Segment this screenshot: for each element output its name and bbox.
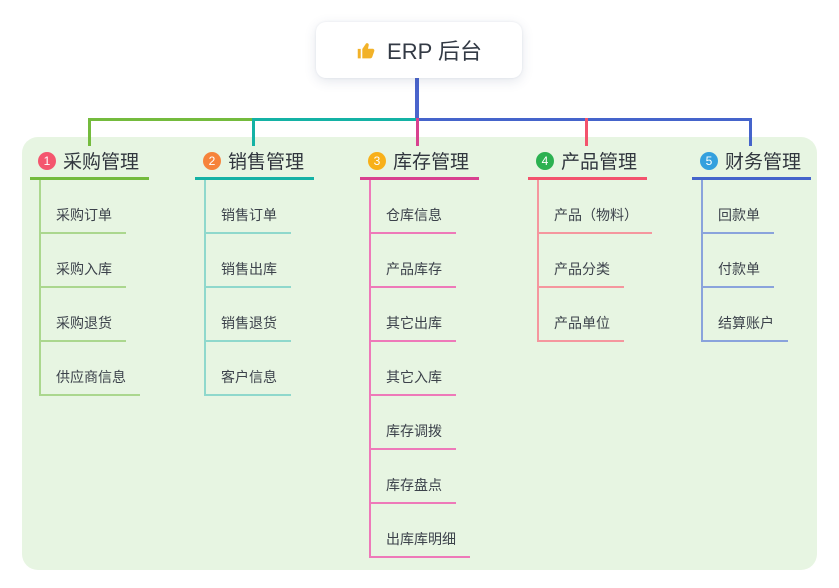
- branch-node[interactable]: 2 销售管理: [195, 148, 315, 180]
- connector-line: [416, 118, 419, 146]
- branch-node[interactable]: 4 产品管理: [528, 148, 648, 180]
- branch-label: 产品管理: [561, 152, 638, 173]
- leaf-node-label: 采购订单: [56, 207, 112, 223]
- leaf-node[interactable]: 回款单: [703, 180, 774, 234]
- connector-line: [585, 118, 588, 146]
- leaf-node[interactable]: 产品分类: [539, 234, 624, 288]
- connector-line: [415, 78, 419, 121]
- leaf-node-label: 采购退货: [56, 315, 112, 331]
- leaf-node-label: 库存盘点: [386, 477, 442, 493]
- leaf-node[interactable]: 采购入库: [41, 234, 126, 288]
- connector-line: [749, 118, 752, 146]
- leaf-node[interactable]: 销售出库: [206, 234, 291, 288]
- leaf-node[interactable]: 采购订单: [41, 180, 126, 234]
- branch-items: 仓库信息产品库存其它出库其它入库库存调拨库存盘点出库库明细: [369, 180, 479, 558]
- branch-items: 产品（物料） 产品分类产品单位: [537, 180, 652, 342]
- leaf-node-label: 产品单位: [554, 315, 610, 331]
- leaf-node-label: 产品（物料）: [554, 207, 638, 223]
- leaf-node[interactable]: 销售退货: [206, 288, 291, 342]
- leaf-node[interactable]: 产品（物料）: [539, 180, 652, 234]
- leaf-node-label: 付款单: [718, 261, 760, 277]
- leaf-node[interactable]: 仓库信息: [371, 180, 456, 234]
- branch-label: 库存管理: [393, 152, 470, 173]
- connector-line: [253, 118, 417, 121]
- branch-number-badge: 3: [368, 151, 386, 170]
- leaf-node[interactable]: 其它出库: [371, 288, 456, 342]
- leaf-node-label: 结算账户: [718, 315, 774, 331]
- branch-node[interactable]: 3 库存管理: [360, 148, 480, 180]
- branch-items: 销售订单销售出库销售退货客户信息: [204, 180, 314, 396]
- root-node[interactable]: ERP 后台: [316, 22, 522, 78]
- leaf-node-label: 其它出库: [386, 315, 442, 331]
- branch-2: 2 销售管理销售订单销售出库销售退货客户信息: [195, 148, 315, 396]
- leaf-node[interactable]: 采购退货: [41, 288, 126, 342]
- leaf-node[interactable]: 供应商信息: [41, 342, 140, 396]
- leaf-node[interactable]: 产品单位: [539, 288, 624, 342]
- leaf-node-label: 回款单: [718, 207, 760, 223]
- leaf-node-label: 销售订单: [221, 207, 277, 223]
- branch-label: 财务管理: [725, 152, 802, 173]
- leaf-node[interactable]: 其它入库: [371, 342, 456, 396]
- connector-line: [252, 118, 255, 146]
- board-background: [22, 137, 817, 570]
- leaf-node-label: 产品分类: [554, 261, 610, 277]
- leaf-node-label: 客户信息: [221, 369, 277, 385]
- leaf-node[interactable]: 客户信息: [206, 342, 291, 396]
- leaf-node-label: 供应商信息: [56, 369, 126, 385]
- branch-label: 销售管理: [228, 152, 305, 173]
- branch-number-badge: 2: [203, 151, 221, 170]
- connector-line: [88, 118, 253, 121]
- branch-items: 回款单付款单结算账户: [701, 180, 811, 342]
- branch-items: 采购订单采购入库采购退货供应商信息: [39, 180, 149, 396]
- branch-node[interactable]: 5 财务管理: [692, 148, 812, 180]
- leaf-node[interactable]: 结算账户: [703, 288, 788, 342]
- branch-label: 采购管理: [63, 152, 140, 173]
- leaf-node[interactable]: 库存调拨: [371, 396, 456, 450]
- connector-line: [417, 118, 750, 121]
- branch-5: 5 财务管理回款单付款单结算账户: [692, 148, 812, 342]
- leaf-node[interactable]: 库存盘点: [371, 450, 456, 504]
- leaf-node-label: 库存调拨: [386, 423, 442, 439]
- leaf-node-label: 销售出库: [221, 261, 277, 277]
- leaf-node-label: 产品库存: [386, 261, 442, 277]
- leaf-node-label: 销售退货: [221, 315, 277, 331]
- branch-number-badge: 4: [536, 151, 554, 170]
- connector-line: [88, 118, 91, 146]
- leaf-node[interactable]: 出库库明细: [371, 504, 470, 558]
- root-node-label: ERP 后台: [387, 39, 482, 64]
- leaf-node-label: 采购入库: [56, 261, 112, 277]
- leaf-node[interactable]: 销售订单: [206, 180, 291, 234]
- leaf-node[interactable]: 付款单: [703, 234, 774, 288]
- branch-number-badge: 5: [700, 151, 718, 170]
- leaf-node-label: 出库库明细: [386, 531, 456, 547]
- thumbs-up-icon: [356, 40, 377, 61]
- leaf-node-label: 其它入库: [386, 369, 442, 385]
- branch-3: 3 库存管理仓库信息产品库存其它出库其它入库库存调拨库存盘点出库库明细: [360, 148, 480, 558]
- leaf-node[interactable]: 产品库存: [371, 234, 456, 288]
- branch-number-badge: 1: [38, 151, 56, 170]
- leaf-node-label: 仓库信息: [386, 207, 442, 223]
- branch-1: 1 采购管理采购订单采购入库采购退货供应商信息: [30, 148, 150, 396]
- branch-node[interactable]: 1 采购管理: [30, 148, 150, 180]
- branch-4: 4 产品管理产品（物料） 产品分类产品单位: [528, 148, 652, 342]
